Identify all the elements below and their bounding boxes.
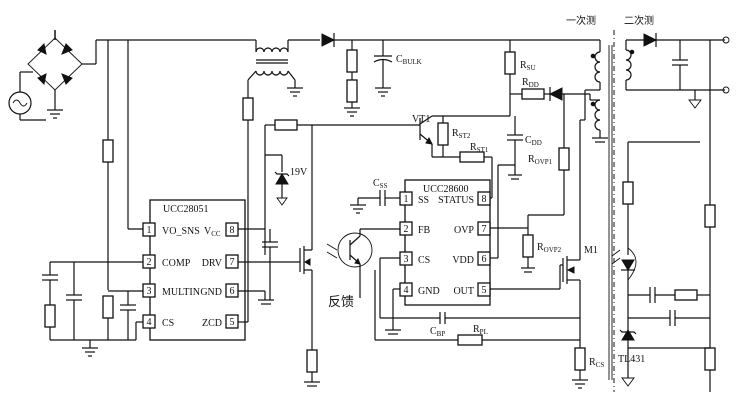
svg-text:4: 4 xyxy=(404,285,409,296)
svg-text:1: 1 xyxy=(404,194,409,205)
label-c-bulk: CBULK xyxy=(396,54,422,66)
svg-text:4: 4 xyxy=(147,317,152,328)
resistor-led xyxy=(622,181,634,205)
output-diode xyxy=(626,33,725,47)
svg-text:OVP: OVP xyxy=(454,225,474,236)
svg-text:3: 3 xyxy=(404,254,409,265)
ac-source xyxy=(8,71,46,121)
label-r-su: RSU xyxy=(520,60,536,72)
label-vt1: VT1 xyxy=(412,114,430,125)
resistor-su xyxy=(504,51,516,75)
boost-diode xyxy=(321,33,600,47)
svg-text:6: 6 xyxy=(230,286,235,297)
label-m1: M1 xyxy=(584,245,598,256)
resistor-divider-sec-top xyxy=(704,204,716,228)
svg-text:FB: FB xyxy=(418,225,431,236)
label-r-cs: RCS xyxy=(589,357,604,369)
svg-text:2: 2 xyxy=(147,257,152,268)
svg-text:8: 8 xyxy=(230,225,235,236)
resistor-divider-sec-bottom xyxy=(704,347,716,371)
resistor-cs xyxy=(574,347,586,371)
ground-bridge xyxy=(47,100,63,119)
chip-title: UCC28051 xyxy=(163,204,209,215)
ground-secondary xyxy=(688,99,702,109)
svg-text:8: 8 xyxy=(482,194,487,205)
svg-text:ZCD: ZCD xyxy=(202,318,222,329)
svg-text:CS: CS xyxy=(418,255,430,266)
zener-19v xyxy=(274,171,290,206)
svg-text:GND: GND xyxy=(200,287,222,298)
chip-title: UCC28600 xyxy=(423,184,469,195)
resistor-multin xyxy=(102,295,114,319)
ucc28600-chip: UCC28600 1 SS 2 FB 3 CS 4 GND 8 STATUS 7… xyxy=(399,179,491,306)
svg-text:2: 2 xyxy=(404,224,409,235)
transistor-vt1 xyxy=(419,115,433,145)
svg-text:VDD: VDD xyxy=(452,255,474,266)
label-r-pl: RPL xyxy=(473,324,488,336)
label-c-dd: CDD xyxy=(525,135,542,147)
mosfet-m1 xyxy=(560,256,580,284)
svg-text:3: 3 xyxy=(147,286,152,297)
label-primary-side: 一次测 xyxy=(566,14,596,27)
label-r-ovp1: ROVP1 xyxy=(528,154,553,166)
svg-text:6: 6 xyxy=(482,254,487,265)
resistor-pl xyxy=(457,334,483,346)
bridge-rectifier xyxy=(27,30,97,100)
resistor-vcc-feed xyxy=(274,119,298,131)
resistor-divider-bottom xyxy=(346,79,358,103)
label-feedback: 反馈 xyxy=(328,295,354,310)
resistor-dd xyxy=(521,88,545,100)
svg-text:7: 7 xyxy=(482,224,487,235)
ucc28051-chip: UCC28051 1 VO_SNS 2 COMP 3 MULTIN 4 CS 8… xyxy=(142,199,246,341)
label-tl431: TL431 xyxy=(618,354,645,365)
resistor-st2 xyxy=(437,122,449,146)
pfc-mosfet xyxy=(299,240,313,340)
svg-text:GND: GND xyxy=(418,286,440,297)
resistor-pfc-sense xyxy=(306,349,318,373)
svg-text:VO_SNS: VO_SNS xyxy=(162,226,200,237)
svg-text:STATUS: STATUS xyxy=(438,195,474,206)
label-secondary-side: 二次测 xyxy=(624,14,654,27)
optocoupler-transistor xyxy=(326,232,373,268)
label-r-ovp2: ROVP2 xyxy=(537,242,562,254)
output-terminal-pos xyxy=(722,36,730,44)
resistor-ovp2 xyxy=(522,234,534,258)
resistor-zcd xyxy=(242,97,254,121)
output-terminal-neg xyxy=(722,86,730,94)
resistor-comp xyxy=(44,304,56,328)
label-19v: 19V xyxy=(290,167,308,178)
optocoupler-led xyxy=(611,247,637,281)
svg-text:COMP: COMP xyxy=(162,258,191,269)
svg-text:7: 7 xyxy=(230,257,235,268)
flyback-transformer xyxy=(580,40,613,380)
label-r-st2: RST2 xyxy=(452,128,471,140)
pfc-inductor xyxy=(247,39,320,100)
resistor-comp-sec xyxy=(674,289,698,301)
pin-vcc-label: VCC xyxy=(204,226,221,238)
label-r-st1: RST1 xyxy=(470,142,489,154)
secondary-winding xyxy=(625,40,660,91)
svg-text:DRV: DRV xyxy=(202,258,223,269)
svg-text:OUT: OUT xyxy=(453,286,474,297)
label-r-dd: RDD xyxy=(522,77,539,89)
resistor-divider-top xyxy=(346,49,358,73)
svg-text:MULTIN: MULTIN xyxy=(162,287,200,298)
tl431 xyxy=(619,329,710,378)
resistor-vsense xyxy=(102,139,114,163)
ground-tl431 xyxy=(621,377,635,387)
resistor-ovp1 xyxy=(558,147,570,171)
svg-text:CS: CS xyxy=(162,318,174,329)
svg-text:1: 1 xyxy=(147,225,152,236)
svg-text:5: 5 xyxy=(230,317,235,328)
svg-text:SS: SS xyxy=(418,195,429,206)
ground-inductor xyxy=(287,87,303,97)
label-c-bp: CBP xyxy=(430,326,445,338)
diode-aux xyxy=(544,87,590,101)
label-c-ss: CSS xyxy=(373,178,388,190)
capacitor-bulk xyxy=(373,40,393,97)
svg-text:5: 5 xyxy=(482,285,487,296)
